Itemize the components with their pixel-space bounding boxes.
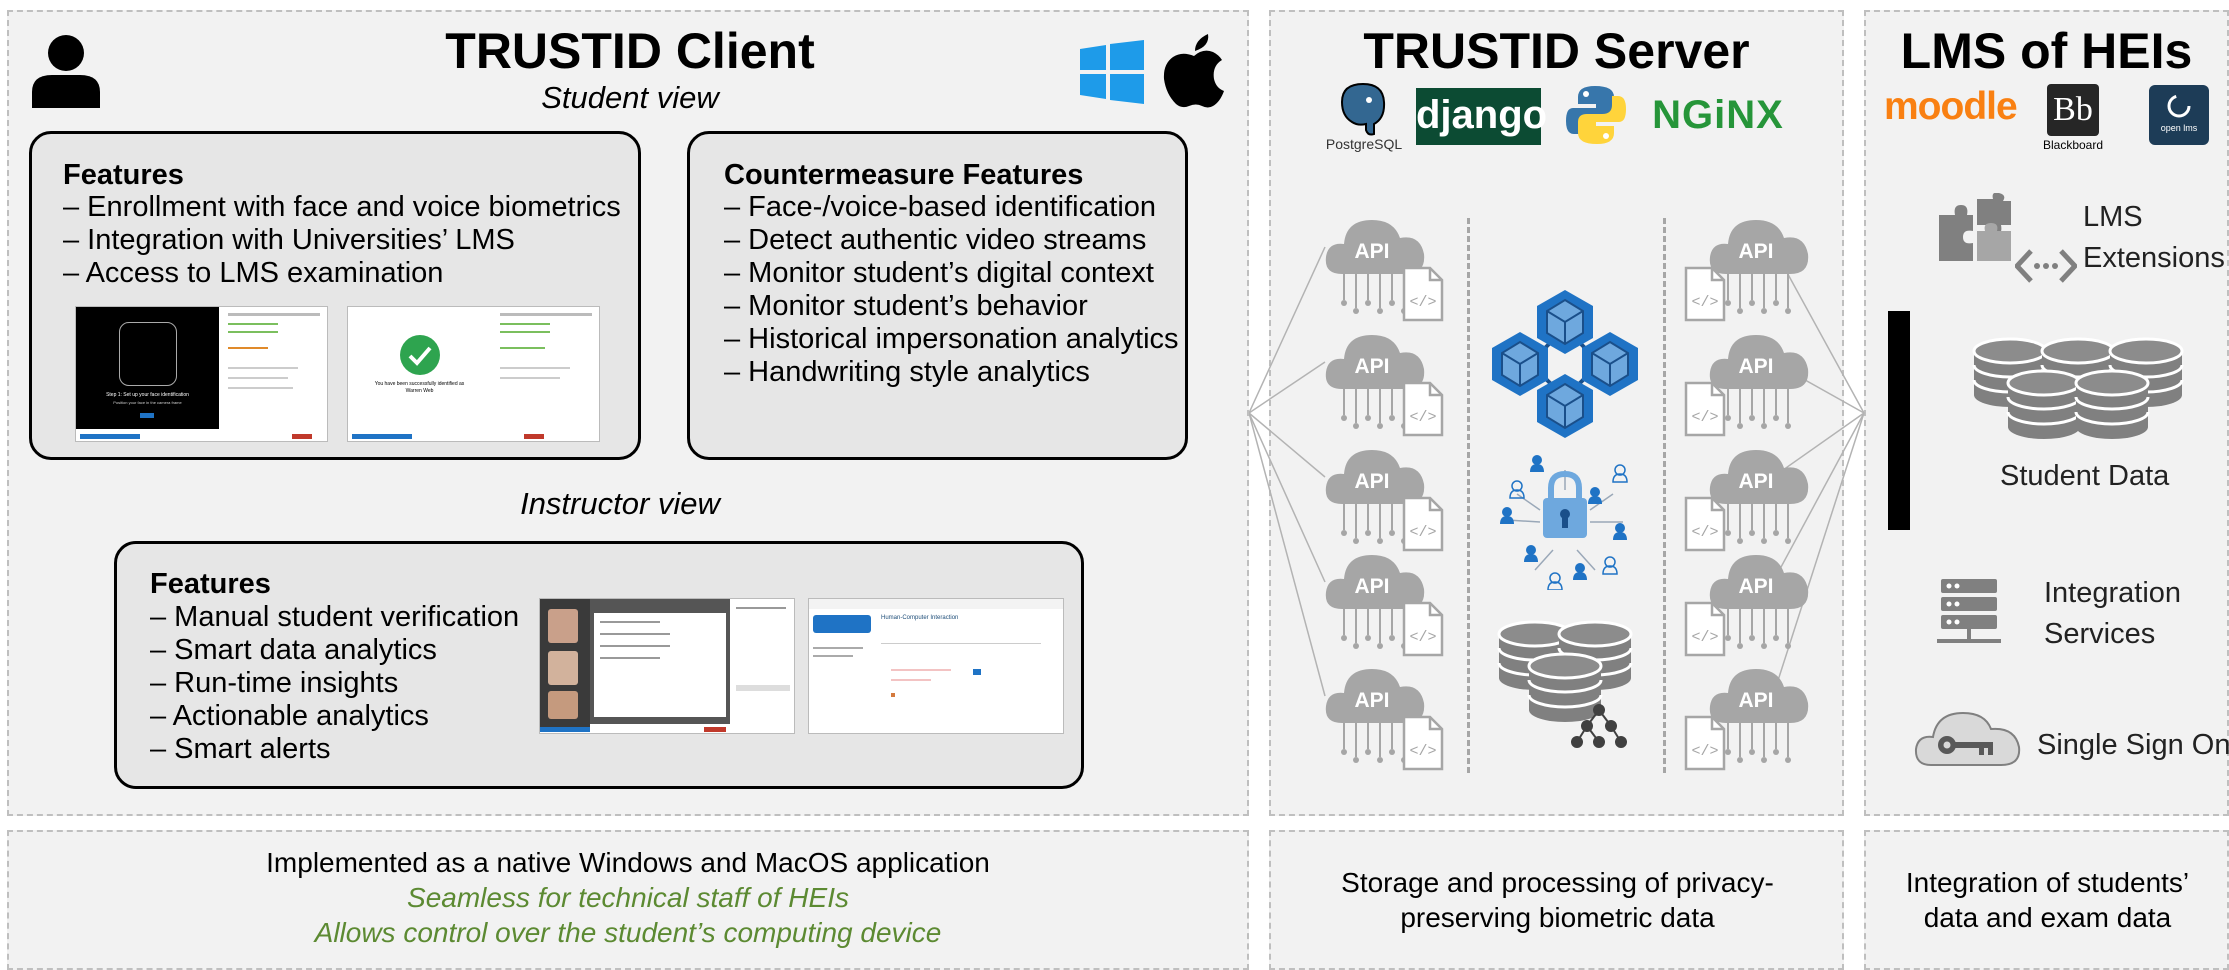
openlms-logo: open lms (2149, 85, 2209, 145)
server-footer-panel (1269, 830, 1844, 970)
api-icon (1324, 219, 1444, 322)
privacy-lock-icon (1500, 455, 1628, 590)
hci-analytics-screenshot: Human-Computer Interaction (808, 598, 1064, 734)
enrollment-screenshot: Step 1: Set up your face identification … (75, 306, 328, 442)
student-data-label: Student Data (2000, 460, 2170, 492)
api-icon (1684, 554, 1809, 657)
nginx-logo: NGiNX (1652, 93, 1784, 137)
client-footer-panel (7, 830, 1249, 970)
check-icon (400, 335, 440, 375)
openlms-swirl-icon (2167, 94, 2191, 118)
client-footer-line3: Allows control over the student’s comput… (314, 917, 942, 948)
countermeasure-box: Countermeasure Features – Face-/voice-ba… (687, 131, 1188, 460)
moodle-logo: moodle (1884, 85, 2018, 128)
api-icon (1324, 554, 1444, 657)
api-icon (1684, 449, 1809, 552)
api-icon (1684, 219, 1809, 322)
feature-enrollment: – Enrollment with face and voice biometr… (63, 191, 621, 223)
black-bar (1888, 311, 1910, 530)
lms-footer: Integration of students’ data and exam d… (1905, 867, 2190, 933)
connector-lines (1249, 246, 1865, 697)
instructor-features-box: Features – Manual student verification –… (114, 541, 1084, 789)
api-icon (1324, 334, 1444, 437)
server-footer: Storage and processing of privacy-preser… (1341, 867, 1774, 933)
feature-lms-integration: – Integration with Universities’ LMS (63, 224, 515, 256)
windows-icon (1080, 40, 1144, 104)
postgresql-icon (1340, 82, 1386, 136)
cloud-key-icon (1914, 711, 2021, 766)
student-features-box: Features – Enrollment with face and voic… (29, 131, 641, 460)
feature-lms-exam: – Access to LMS examination (63, 257, 444, 289)
client-footer-line2: Seamless for technical staff of HEIs (407, 882, 849, 913)
api-icon (1324, 449, 1444, 552)
client-footer: Implemented as a native Windows and MacO… (7, 845, 1249, 950)
sso-label: Single Sign On (2037, 729, 2229, 761)
link-arrow-icon (2015, 249, 2077, 283)
instructor-features-heading: Features (150, 568, 271, 600)
integration-services-label: Integration Services (2044, 577, 2182, 650)
api-icon (1684, 668, 1809, 771)
postgresql-label: PostgreSQL (1325, 136, 1403, 152)
database-network-icon (1497, 620, 1633, 748)
lms-footer-panel (1864, 830, 2229, 970)
user-icon (32, 35, 100, 108)
client-title: TRUSTID Client (445, 23, 815, 79)
student-view-label: Student view (541, 80, 719, 115)
blackboard-logo: Bb (2047, 84, 2099, 136)
lms-title: LMS of HEIs (1900, 23, 2193, 79)
django-logo: django (1416, 88, 1547, 145)
identified-message: You have been successfully identified as (374, 381, 465, 387)
apple-icon (1163, 34, 1224, 108)
client-footer-line1: Implemented as a native Windows and MacO… (266, 847, 990, 878)
enroll-step-text: Step 1: Set up your face identification (106, 392, 189, 398)
api-icon (1324, 668, 1444, 771)
features-heading: Features (63, 159, 184, 191)
lms-extensions-label: LMS Extensions (2083, 201, 2225, 274)
identified-screenshot: You have been successfully identified as… (347, 306, 600, 442)
instructor-view-label: Instructor view (520, 486, 720, 521)
server-rack-icon (1937, 579, 2001, 643)
hci-title: Human-Computer Interaction (881, 615, 959, 621)
instructor-dashboard-screenshot (539, 598, 795, 734)
python-icon (1566, 86, 1626, 144)
student-data-icon (1972, 337, 2184, 441)
api-icon (1684, 334, 1809, 437)
server-title: TRUSTID Server (1363, 23, 1750, 79)
blackboard-caption: Blackboard (2042, 138, 2104, 152)
blockchain-icon (1491, 289, 1639, 438)
puzzle-icon (1939, 193, 2011, 261)
countermeasure-heading: Countermeasure Features (724, 159, 1084, 191)
